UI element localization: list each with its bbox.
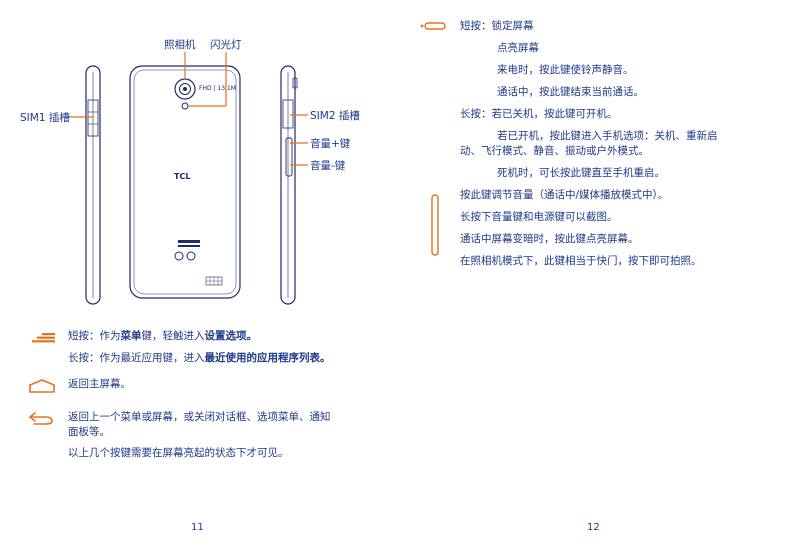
menu-short-press-text: 短按：作为菜单键，轻触进入设置选项。: [68, 330, 257, 342]
sim1-label: SIM1 插槽: [20, 112, 70, 124]
menu-key-icon: [32, 333, 55, 343]
volume-line-3: 通话中屏幕变暗时，按此键点亮屏幕。: [460, 233, 639, 245]
back-key-text-line2: 面板等。: [68, 426, 110, 438]
volume-down-label: 音量-键: [310, 160, 346, 172]
power-line-5: 长按：若已关机，按此键可开机。: [460, 108, 618, 120]
power-line-4: 通话中，按此键结束当前通话。: [497, 86, 644, 98]
sim2-label: SIM2 插槽: [310, 110, 360, 122]
power-key-icon: [420, 22, 446, 30]
visibility-note: 以上几个按键需要在屏幕亮起的状态下才可见。: [68, 447, 289, 459]
camera-label: 照相机: [164, 39, 196, 51]
back-key-text-line1: 返回上一个菜单或屏幕，或关闭对话框、选项菜单、通知: [68, 411, 331, 423]
back-key-icon: [29, 412, 53, 425]
volume-key-icon: [431, 194, 439, 256]
volume-up-label: 音量+键: [310, 138, 351, 150]
power-line-2: 点亮屏幕: [497, 42, 539, 54]
page-number-right: 12: [587, 522, 600, 533]
page-number-left: 11: [191, 522, 204, 533]
brand-logo: TCL: [174, 172, 191, 181]
home-key-icon: [29, 379, 55, 393]
power-line-7: 动、飞行模式、静音、振动或户外模式。: [460, 145, 649, 157]
power-line-3: 来电时，按此键使铃声静音。: [497, 64, 634, 76]
flash-label: 闪光灯: [210, 39, 242, 51]
power-line-1: 短按：锁定屏幕: [460, 20, 534, 32]
power-line-8: 死机时，可长按此键直至手机重启。: [497, 167, 665, 179]
camera-spec-text: FHD | 13.1M: [199, 85, 236, 92]
volume-line-2: 长按下音量键和电源键可以截图。: [460, 211, 618, 223]
volume-line-1: 按此键调节音量（通话中/媒体播放模式中）。: [460, 189, 669, 201]
home-key-text: 返回主屏幕。: [68, 378, 131, 390]
menu-long-press-text: 长按：作为最近应用键，进入最近使用的应用程序列表。: [68, 352, 331, 364]
volume-line-4: 在照相机模式下，此键相当于快门，按下即可拍照。: [460, 255, 702, 267]
power-line-6: 若已开机，按此键进入手机选项：关机、重新启: [497, 130, 718, 142]
